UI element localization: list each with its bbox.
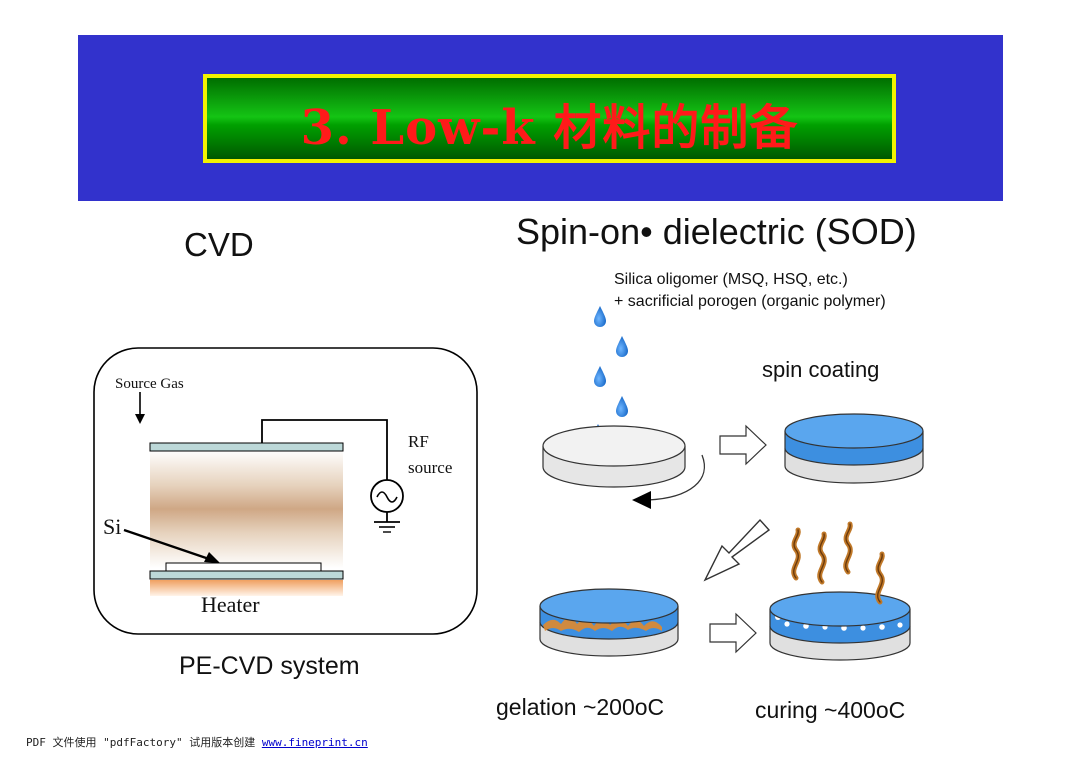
- plasma-region: [150, 450, 343, 568]
- rotation-arrow: [647, 454, 705, 501]
- wafer-spinning: [542, 425, 686, 488]
- title-box: 3. Low-k 材料的制备: [203, 74, 896, 163]
- curing-label: curing ~400oC: [755, 697, 906, 723]
- rf-label: RF: [408, 432, 429, 451]
- top-electrode: [149, 442, 344, 452]
- cvd-heading: CVD: [184, 226, 254, 263]
- wafer-curing: [769, 591, 911, 661]
- heater-glow: [150, 580, 343, 596]
- slide-title: 3. Low-k 材料的制备: [300, 100, 799, 156]
- process-arrow-2: [709, 612, 757, 654]
- rf-source-label: source: [408, 458, 453, 477]
- process-arrow-1: [719, 424, 767, 466]
- materials-line-1: Silica oligomer (MSQ, HSQ, etc.): [614, 271, 848, 288]
- gelation-label: gelation ~200oC: [496, 694, 665, 720]
- bottom-electrode: [149, 570, 344, 580]
- sod-heading: Spin-on• dielectric (SOD): [516, 211, 917, 252]
- pdf-footer: PDF 文件使用 "pdfFactory" 试用版本创建 www.finepri…: [26, 734, 368, 750]
- wafer-gelation: [539, 588, 679, 657]
- cvd-caption: PE-CVD system: [179, 652, 360, 680]
- footer-link[interactable]: www.fineprint.cn: [261, 736, 368, 749]
- si-wafer: [165, 562, 322, 572]
- precursor-drops: [592, 306, 628, 445]
- spin-coating-label: spin coating: [762, 357, 880, 382]
- porogen-vapor: [791, 521, 885, 605]
- footer-text: PDF 文件使用 "pdfFactory" 试用版本创建: [26, 736, 262, 749]
- wafer-coated: [784, 413, 924, 484]
- source-gas-label: Source Gas: [115, 376, 184, 392]
- heater-label: Heater: [201, 592, 260, 617]
- materials-line-2: + sacrificial porogen (organic polymer): [614, 293, 886, 310]
- porogen-vapor-core: [793, 523, 883, 603]
- si-pointer-arrow: [123, 528, 213, 562]
- process-arrow-diagonal: [703, 518, 771, 582]
- si-label: Si: [103, 514, 122, 539]
- rf-wire: [261, 419, 388, 480]
